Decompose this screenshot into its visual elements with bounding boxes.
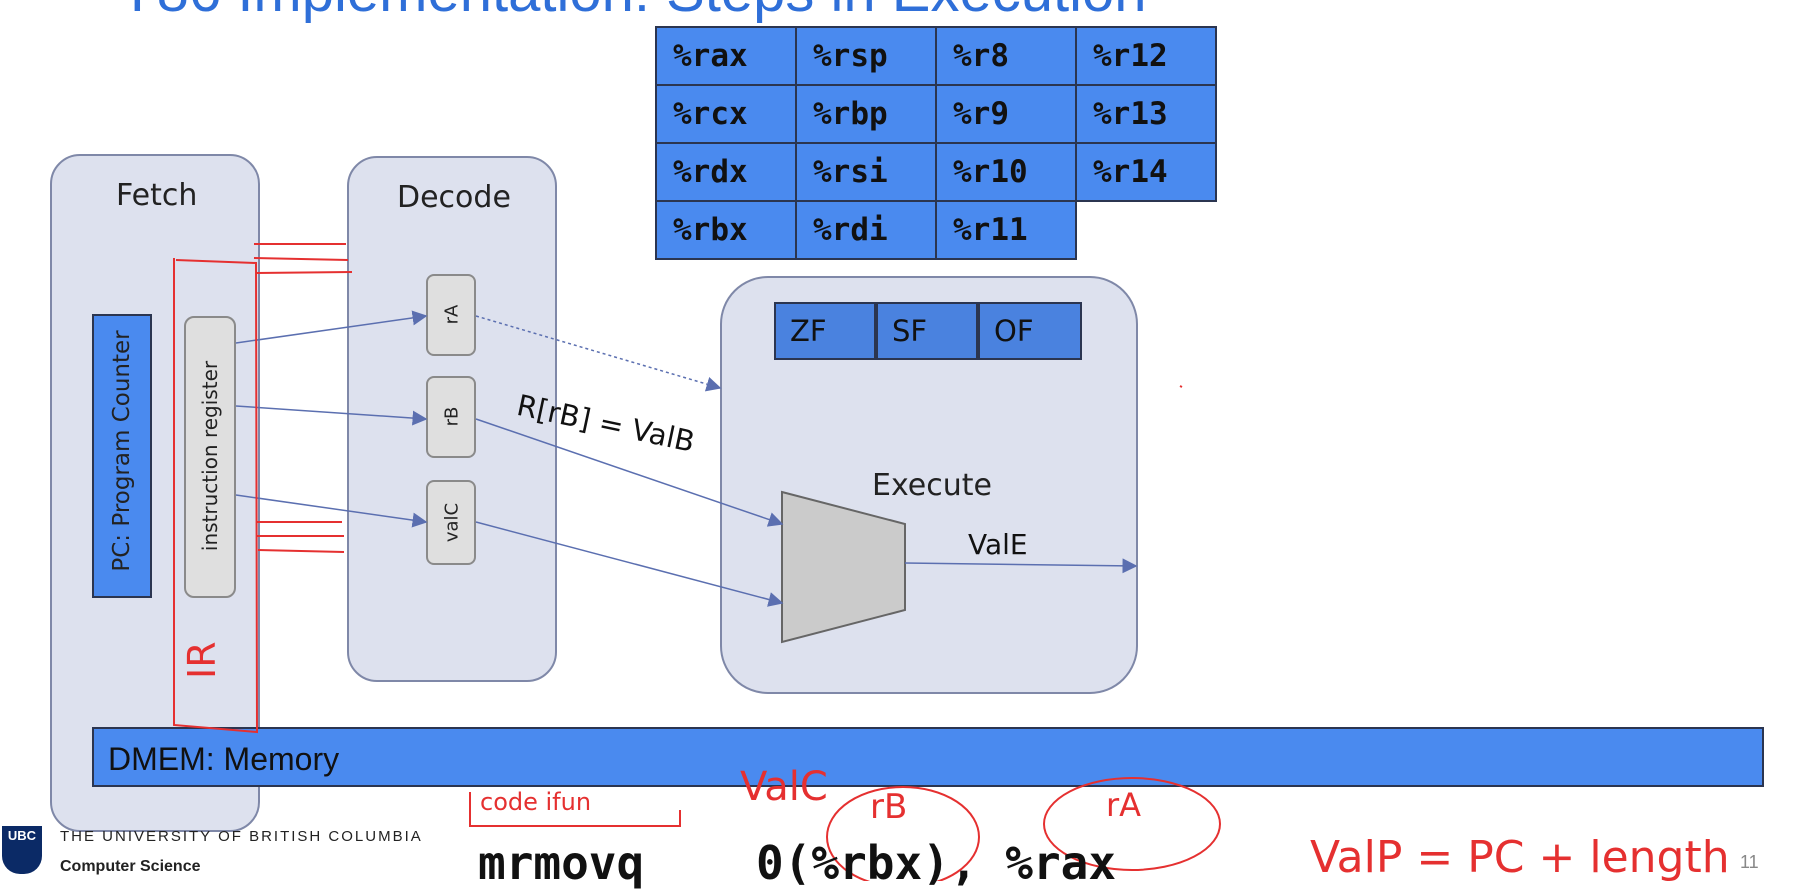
- arrow-ir-to-ra: [235, 310, 428, 344]
- pc-register: PC: Program Counter: [92, 314, 152, 598]
- register-cell: %r10: [935, 142, 1077, 202]
- register-cell: %r9: [935, 84, 1077, 144]
- flag-sf: SF: [876, 302, 978, 360]
- instruction-opcode: mrmovq: [478, 836, 645, 890]
- register-cell: %rbp: [795, 84, 937, 144]
- page-number: 11: [1740, 852, 1759, 872]
- register-cell: %r13: [1075, 84, 1217, 144]
- register-cell: %r14: [1075, 142, 1217, 202]
- arrow-ir-to-rb: [235, 405, 428, 426]
- data-memory: DMEM: Memory: [92, 727, 1764, 787]
- vale-label: ValE: [968, 528, 1028, 561]
- svg-text:code ifun: code ifun: [480, 788, 591, 816]
- register-cell: %rcx: [655, 84, 797, 144]
- university-name: THE UNIVERSITY OF BRITISH COLUMBIA: [60, 828, 423, 845]
- register-cell: %rdi: [795, 200, 937, 260]
- ink-annotations: [173, 243, 1221, 881]
- ubc-logo-text: UBC: [7, 828, 37, 843]
- flag-zf: ZF: [774, 302, 876, 360]
- register-cell: %r12: [1075, 26, 1217, 86]
- arrow-rb-to-alu: [475, 418, 784, 527]
- svg-text:rB: rB: [870, 787, 907, 827]
- register-row: %rcx %rbp %r9 %r13: [655, 84, 1217, 144]
- svg-text:ValP = PC + length: ValP = PC + length: [1310, 832, 1730, 881]
- execute-stage-title: Execute: [872, 468, 992, 503]
- register-cell: %r8: [935, 26, 1077, 86]
- arrow-valc-to-alu: [475, 521, 784, 607]
- register-file-table: %rax %rsp %r8 %r12 %rcx %rbp %r9 %r13 %r…: [655, 26, 1217, 260]
- ink-text: IR code ifun ValC rB rA ValP = PC + leng…: [180, 641, 1730, 881]
- arrow-ir-to-valc: [235, 494, 428, 528]
- register-cell: %rsp: [795, 26, 937, 86]
- data-memory-label: DMEM: Memory: [108, 741, 340, 777]
- instruction-register: instruction register: [184, 316, 236, 598]
- department-name: Computer Science: [60, 858, 201, 875]
- register-cell: %rax: [655, 26, 797, 86]
- svg-text:IR: IR: [180, 641, 224, 679]
- register-cell: %rdx: [655, 142, 797, 202]
- svg-text:ValC: ValC: [740, 764, 828, 810]
- valc-field: valC: [426, 480, 476, 565]
- arrow-vale-out: [904, 558, 1138, 574]
- flag-of: OF: [978, 302, 1082, 360]
- slide-title: Y86 Implementation: Steps in Execution: [118, 0, 1146, 25]
- register-row: %rdx %rsi %r10 %r14: [655, 142, 1217, 202]
- svg-text:rA: rA: [1106, 786, 1141, 824]
- register-cell: %r11: [935, 200, 1077, 260]
- register-row: %rbx %rdi %r11: [655, 200, 1216, 260]
- decode-stage-title: Decode: [397, 180, 511, 215]
- ubc-logo: UBC: [2, 826, 42, 874]
- register-cell: %rbx: [655, 200, 797, 260]
- register-cell: %rsi: [795, 142, 937, 202]
- instruction-operands: 0(%rbx), %rax: [756, 836, 1117, 890]
- fetch-stage-title: Fetch: [116, 178, 198, 213]
- arrow-ra-dotted: [475, 315, 722, 392]
- register-row: %rax %rsp %r8 %r12: [655, 26, 1217, 86]
- alu-shape: [781, 490, 906, 644]
